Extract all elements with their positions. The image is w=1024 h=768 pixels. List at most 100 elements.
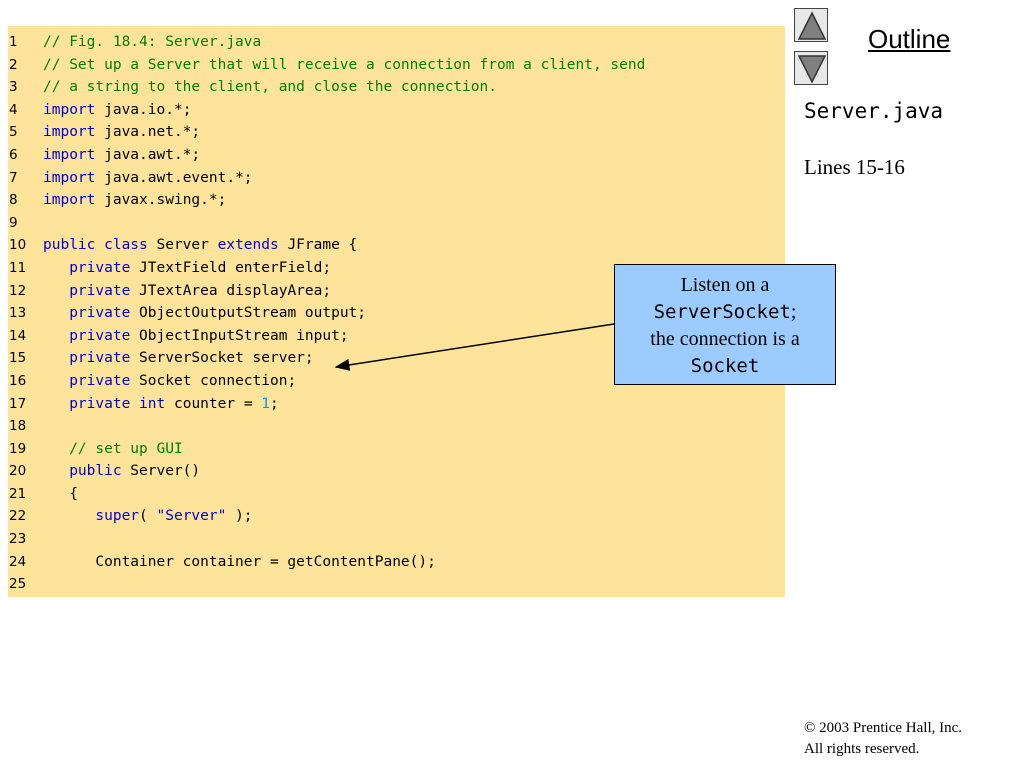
outline-link[interactable]: Outline (868, 24, 951, 54)
line-number: 7 (9, 169, 18, 186)
code-text: Container container = getContentPane(); (43, 551, 436, 574)
code-text: private JTextArea displayArea; (43, 280, 331, 303)
code-token: // a string to the client, and close the… (43, 79, 497, 96)
code-text: // Fig. 18.4: Server.java (43, 31, 261, 54)
code-token: javax.swing.*; (95, 192, 227, 209)
code-text: private int counter = 1; (43, 393, 279, 416)
code-token: public class (43, 237, 148, 254)
code-text: private ObjectInputStream input; (43, 325, 348, 348)
code-token: super (43, 508, 140, 525)
callout-serversocket: ServerSocket (653, 301, 791, 323)
code-lines: 1 // Fig. 18.4: Server.java 2 // Set up a S… (8, 31, 785, 596)
code-token: ); (226, 508, 253, 525)
line-number: 1 (9, 34, 18, 50)
callout-box: Listen on a ServerSocket; the connection… (614, 264, 836, 385)
next-slide-button[interactable] (794, 51, 828, 85)
line-number: 22 (9, 508, 27, 525)
code-token: private (43, 327, 131, 344)
code-token: import (43, 124, 96, 141)
code-token: private (43, 259, 131, 276)
code-token: ; (270, 395, 279, 412)
line-number: 2 (9, 56, 18, 73)
code-token: public (43, 463, 122, 480)
code-token: Container container = getContentPane(); (43, 553, 436, 570)
line-number: 9 (9, 214, 18, 231)
code-token: java.io.*; (95, 101, 192, 118)
line-number: 25 (9, 576, 27, 593)
line-number: 17 (9, 395, 27, 412)
line-number: 21 (9, 485, 27, 502)
code-line: 22 super( "Server" ); (8, 505, 785, 528)
code-line: 25 (8, 573, 785, 596)
code-token: private (43, 350, 131, 367)
code-text: public Server() (43, 460, 200, 483)
line-number: 12 (9, 282, 27, 299)
code-token: JTextArea displayArea; (130, 282, 332, 299)
code-line: 7 import java.awt.event.*; (8, 167, 785, 190)
line-number: 10 (9, 237, 27, 254)
code-token: int (139, 395, 166, 412)
code-token: { (43, 485, 78, 502)
code-token: import (43, 192, 96, 209)
code-token: // Set up a Server that will receive a c… (43, 56, 646, 73)
code-line: 20 public Server() (8, 460, 785, 483)
file-name: Server.java (804, 99, 944, 123)
code-text: import java.io.*; (43, 99, 191, 122)
triangle-up-icon (797, 11, 827, 40)
code-token: java.net.*; (95, 124, 201, 141)
code-token: 1 (261, 395, 271, 412)
code-token: Server (147, 237, 218, 254)
rights-reserved: All rights reserved. (804, 741, 920, 757)
code-text: // a string to the client, and close the… (43, 76, 497, 99)
callout-socket: Socket (690, 355, 760, 377)
code-text: super( "Server" ); (43, 505, 253, 528)
code-text: private JTextField enterField; (43, 257, 331, 280)
triangle-down-icon (797, 55, 827, 84)
code-token: private (43, 305, 131, 322)
line-number: 5 (9, 124, 18, 141)
line-number: 20 (9, 463, 27, 480)
code-token: java.awt.*; (95, 146, 201, 163)
code-line: 21 { (8, 483, 785, 506)
code-token: // Fig. 18.4: Server.java (43, 34, 262, 50)
callout-line-1: Listen on a (680, 274, 770, 296)
line-number: 13 (9, 305, 27, 322)
line-number: 19 (9, 440, 27, 457)
code-line: 10 public class Server extends JFrame { (8, 234, 785, 257)
line-number: 4 (9, 101, 18, 118)
code-text: import javax.swing.*; (43, 189, 226, 212)
code-line: 1 // Fig. 18.4: Server.java (8, 31, 785, 54)
code-token: private (43, 395, 131, 412)
line-number: 16 (9, 372, 27, 389)
code-token: Socket connection; (130, 372, 297, 389)
code-line: 24 Container container = getContentPane(… (8, 551, 785, 574)
callout-line-3: the connection is a (650, 328, 800, 350)
code-token (130, 396, 139, 412)
code-line: 15 private ServerSocket server; (8, 347, 785, 370)
callout-line-4: Socket (615, 353, 835, 380)
code-token: JFrame { (278, 237, 358, 254)
code-token: import (43, 146, 96, 163)
code-token: import (43, 169, 96, 186)
code-token: Server() (121, 463, 201, 480)
code-token: JTextField enterField; (130, 259, 332, 276)
code-line: 3 // a string to the client, and close th… (8, 76, 785, 99)
line-number: 6 (9, 146, 18, 163)
code-text: public class Server extends JFrame { (43, 234, 357, 257)
previous-slide-button[interactable] (794, 8, 828, 42)
code-line: 19 // set up GUI (8, 438, 785, 461)
line-number: 3 (9, 79, 18, 96)
lines-reference: Lines 15-16 (804, 155, 905, 179)
code-line: 23 (8, 528, 785, 551)
code-line: 17 private int counter = 1; (8, 393, 785, 416)
code-token: extends (217, 237, 279, 254)
code-token: ( (139, 508, 157, 525)
code-line: 16 private Socket connection; (8, 370, 785, 393)
callout-semicolon: ; (790, 301, 797, 323)
code-text: // Set up a Server that will receive a c… (43, 54, 645, 77)
line-number: 11 (9, 259, 27, 276)
code-token: "Server" (156, 508, 227, 525)
code-line: 12 private JTextArea displayArea; (8, 280, 785, 303)
code-text: import java.awt.event.*; (43, 167, 253, 190)
